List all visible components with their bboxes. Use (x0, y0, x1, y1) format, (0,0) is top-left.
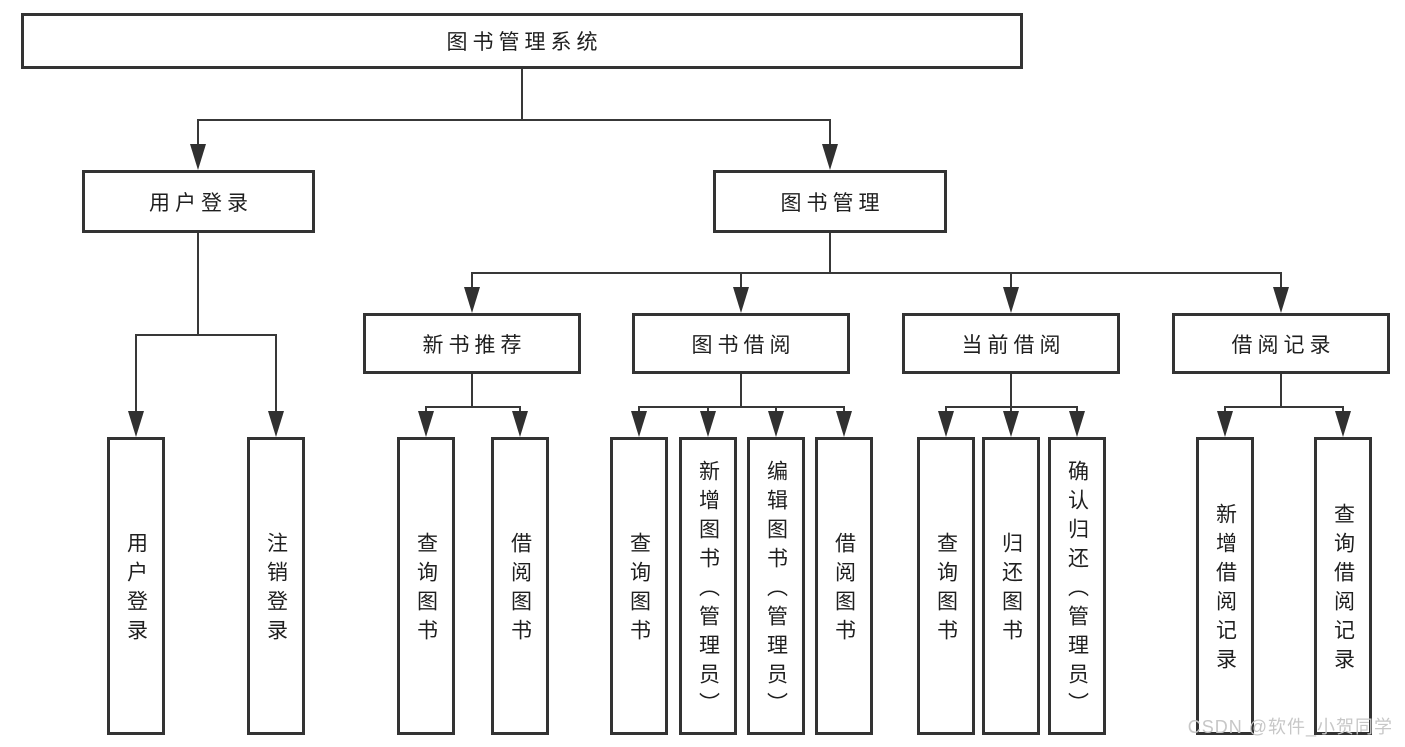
leaf-logout-label: 注销登录 (264, 532, 288, 648)
arrowhead-icon (512, 411, 528, 437)
leaf-borrow-books-borrowing: 借阅图书 (815, 437, 873, 735)
node-user-login-group: 用户登录 (82, 170, 315, 233)
node-book-management-label: 图书管理 (780, 191, 885, 215)
leaf-query-books-recommend: 查询图书 (397, 437, 455, 735)
node-library-system: 图书管理系统 (21, 13, 1023, 69)
arrowhead-icon (1003, 287, 1019, 313)
connector-level2-branch (197, 119, 831, 121)
connector-leaf-stem (135, 334, 137, 414)
arrowhead-icon (1003, 411, 1019, 437)
connector-leaf-stem (740, 272, 742, 289)
leaf-confirm-return-admin: 确认归还（管理员） (1048, 437, 1106, 735)
watermark: CSDN @软件_小贺同学 (1187, 717, 1393, 737)
connector-leaf-stem (1342, 406, 1344, 414)
leaf-query-books-current-label: 查询图书 (934, 532, 958, 648)
leaf-edit-book-admin-label: 编辑图书（管理员） (764, 459, 788, 721)
arrowhead-icon (700, 411, 716, 437)
leaf-return-book-label: 归还图书 (999, 532, 1023, 648)
connector-book-borrow-down (740, 374, 742, 408)
arrowhead-icon (938, 411, 954, 437)
leaf-borrow-books-borrowing-label: 借阅图书 (832, 532, 856, 648)
connector-leaf-stem (1010, 406, 1012, 414)
leaf-user-login: 用户登录 (107, 437, 165, 735)
connector-user-login-branch (135, 334, 277, 336)
node-new-book-recommendation-label: 新书推荐 (422, 333, 527, 357)
leaf-user-login-label: 用户登录 (124, 532, 148, 648)
leaf-query-borrow-record-label: 查询借阅记录 (1331, 503, 1355, 677)
arrowhead-icon (1069, 411, 1085, 437)
connector-leaf-stem (1010, 272, 1012, 289)
connector-leaf-stem (707, 406, 709, 414)
arrowhead-icon (836, 411, 852, 437)
arrowhead-icon (822, 144, 838, 170)
leaf-query-books-borrowing-label: 查询图书 (627, 532, 651, 648)
connector-book-mgmt-stem (829, 119, 831, 147)
arrowhead-icon (418, 411, 434, 437)
leaf-query-borrow-record: 查询借阅记录 (1314, 437, 1372, 735)
connector-root-stem (521, 69, 523, 121)
arrowhead-icon (1335, 411, 1351, 437)
node-borrowing-records-label: 借阅记录 (1231, 333, 1336, 357)
connector-leaf-stem (1076, 406, 1078, 414)
arrowhead-icon (190, 144, 206, 170)
arrowhead-icon (464, 287, 480, 313)
leaf-query-books-recommend-label: 查询图书 (414, 532, 438, 648)
connector-leaf-stem (945, 406, 947, 414)
connector-borrow-records-down (1280, 374, 1282, 408)
node-borrowing-records: 借阅记录 (1172, 313, 1390, 374)
connector-leaf-stem (843, 406, 845, 414)
connector-leaf-stem (519, 406, 521, 414)
leaf-borrow-books-recommend-label: 借阅图书 (508, 532, 532, 648)
leaf-confirm-return-admin-label: 确认归还（管理员） (1065, 459, 1089, 721)
connector-book-borrow-branch (638, 406, 845, 408)
node-new-book-recommendation: 新书推荐 (363, 313, 581, 374)
connector-user-login-stem (197, 119, 199, 147)
arrowhead-icon (1217, 411, 1233, 437)
leaf-return-book: 归还图书 (982, 437, 1040, 735)
node-book-borrowing: 图书借阅 (632, 313, 850, 374)
arrowhead-icon (268, 411, 284, 437)
node-current-borrowing-label: 当前借阅 (961, 333, 1066, 357)
connector-leaf-stem (275, 334, 277, 414)
arrowhead-icon (733, 287, 749, 313)
connector-leaf-stem (775, 406, 777, 414)
node-book-borrowing-label: 图书借阅 (691, 333, 796, 357)
arrowhead-icon (631, 411, 647, 437)
leaf-add-borrow-record-label: 新增借阅记录 (1213, 503, 1237, 677)
leaf-add-book-admin: 新增图书（管理员） (679, 437, 737, 735)
connector-leaf-stem (471, 272, 473, 289)
connector-book-mgmt-down (829, 233, 831, 274)
leaf-borrow-books-recommend: 借阅图书 (491, 437, 549, 735)
connector-new-book-down (471, 374, 473, 408)
node-current-borrowing: 当前借阅 (902, 313, 1120, 374)
connector-leaf-stem (638, 406, 640, 414)
leaf-query-books-borrowing: 查询图书 (610, 437, 668, 735)
connector-current-borrow-down (1010, 374, 1012, 408)
leaf-edit-book-admin: 编辑图书（管理员） (747, 437, 805, 735)
connector-leaf-stem (1280, 272, 1282, 289)
connector-leaf-stem (425, 406, 427, 414)
leaf-query-books-current: 查询图书 (917, 437, 975, 735)
connector-user-login-down (197, 233, 199, 336)
arrowhead-icon (1273, 287, 1289, 313)
arrowhead-icon (768, 411, 784, 437)
connector-new-book-branch (425, 406, 521, 408)
node-user-login-group-label: 用户登录 (149, 191, 253, 215)
leaf-add-borrow-record: 新增借阅记录 (1196, 437, 1254, 735)
connector-level3-branch (471, 272, 1282, 274)
leaf-logout: 注销登录 (247, 437, 305, 735)
node-library-system-label: 图书管理系统 (446, 31, 603, 54)
leaf-add-book-admin-label: 新增图书（管理员） (696, 459, 720, 721)
connector-borrow-records-branch (1224, 406, 1344, 408)
node-book-management: 图书管理 (713, 170, 947, 233)
arrowhead-icon (128, 411, 144, 437)
connector-leaf-stem (1224, 406, 1226, 414)
